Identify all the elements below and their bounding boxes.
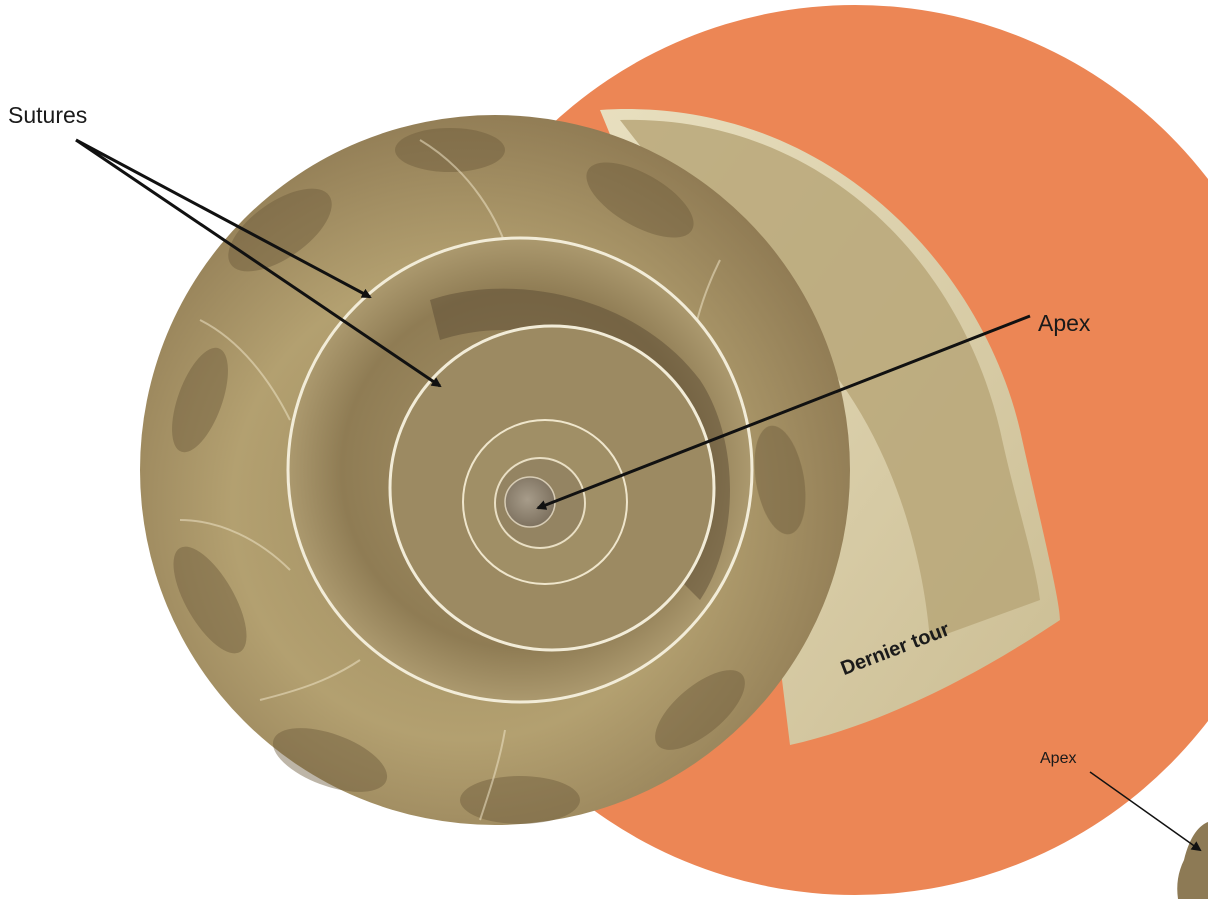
label-apex: Apex [1038,310,1090,337]
small-shell-fragment [1177,822,1208,899]
label-apex-small: Apex [1040,750,1076,768]
shell-apex [505,477,555,527]
label-sutures: Sutures [8,102,87,129]
